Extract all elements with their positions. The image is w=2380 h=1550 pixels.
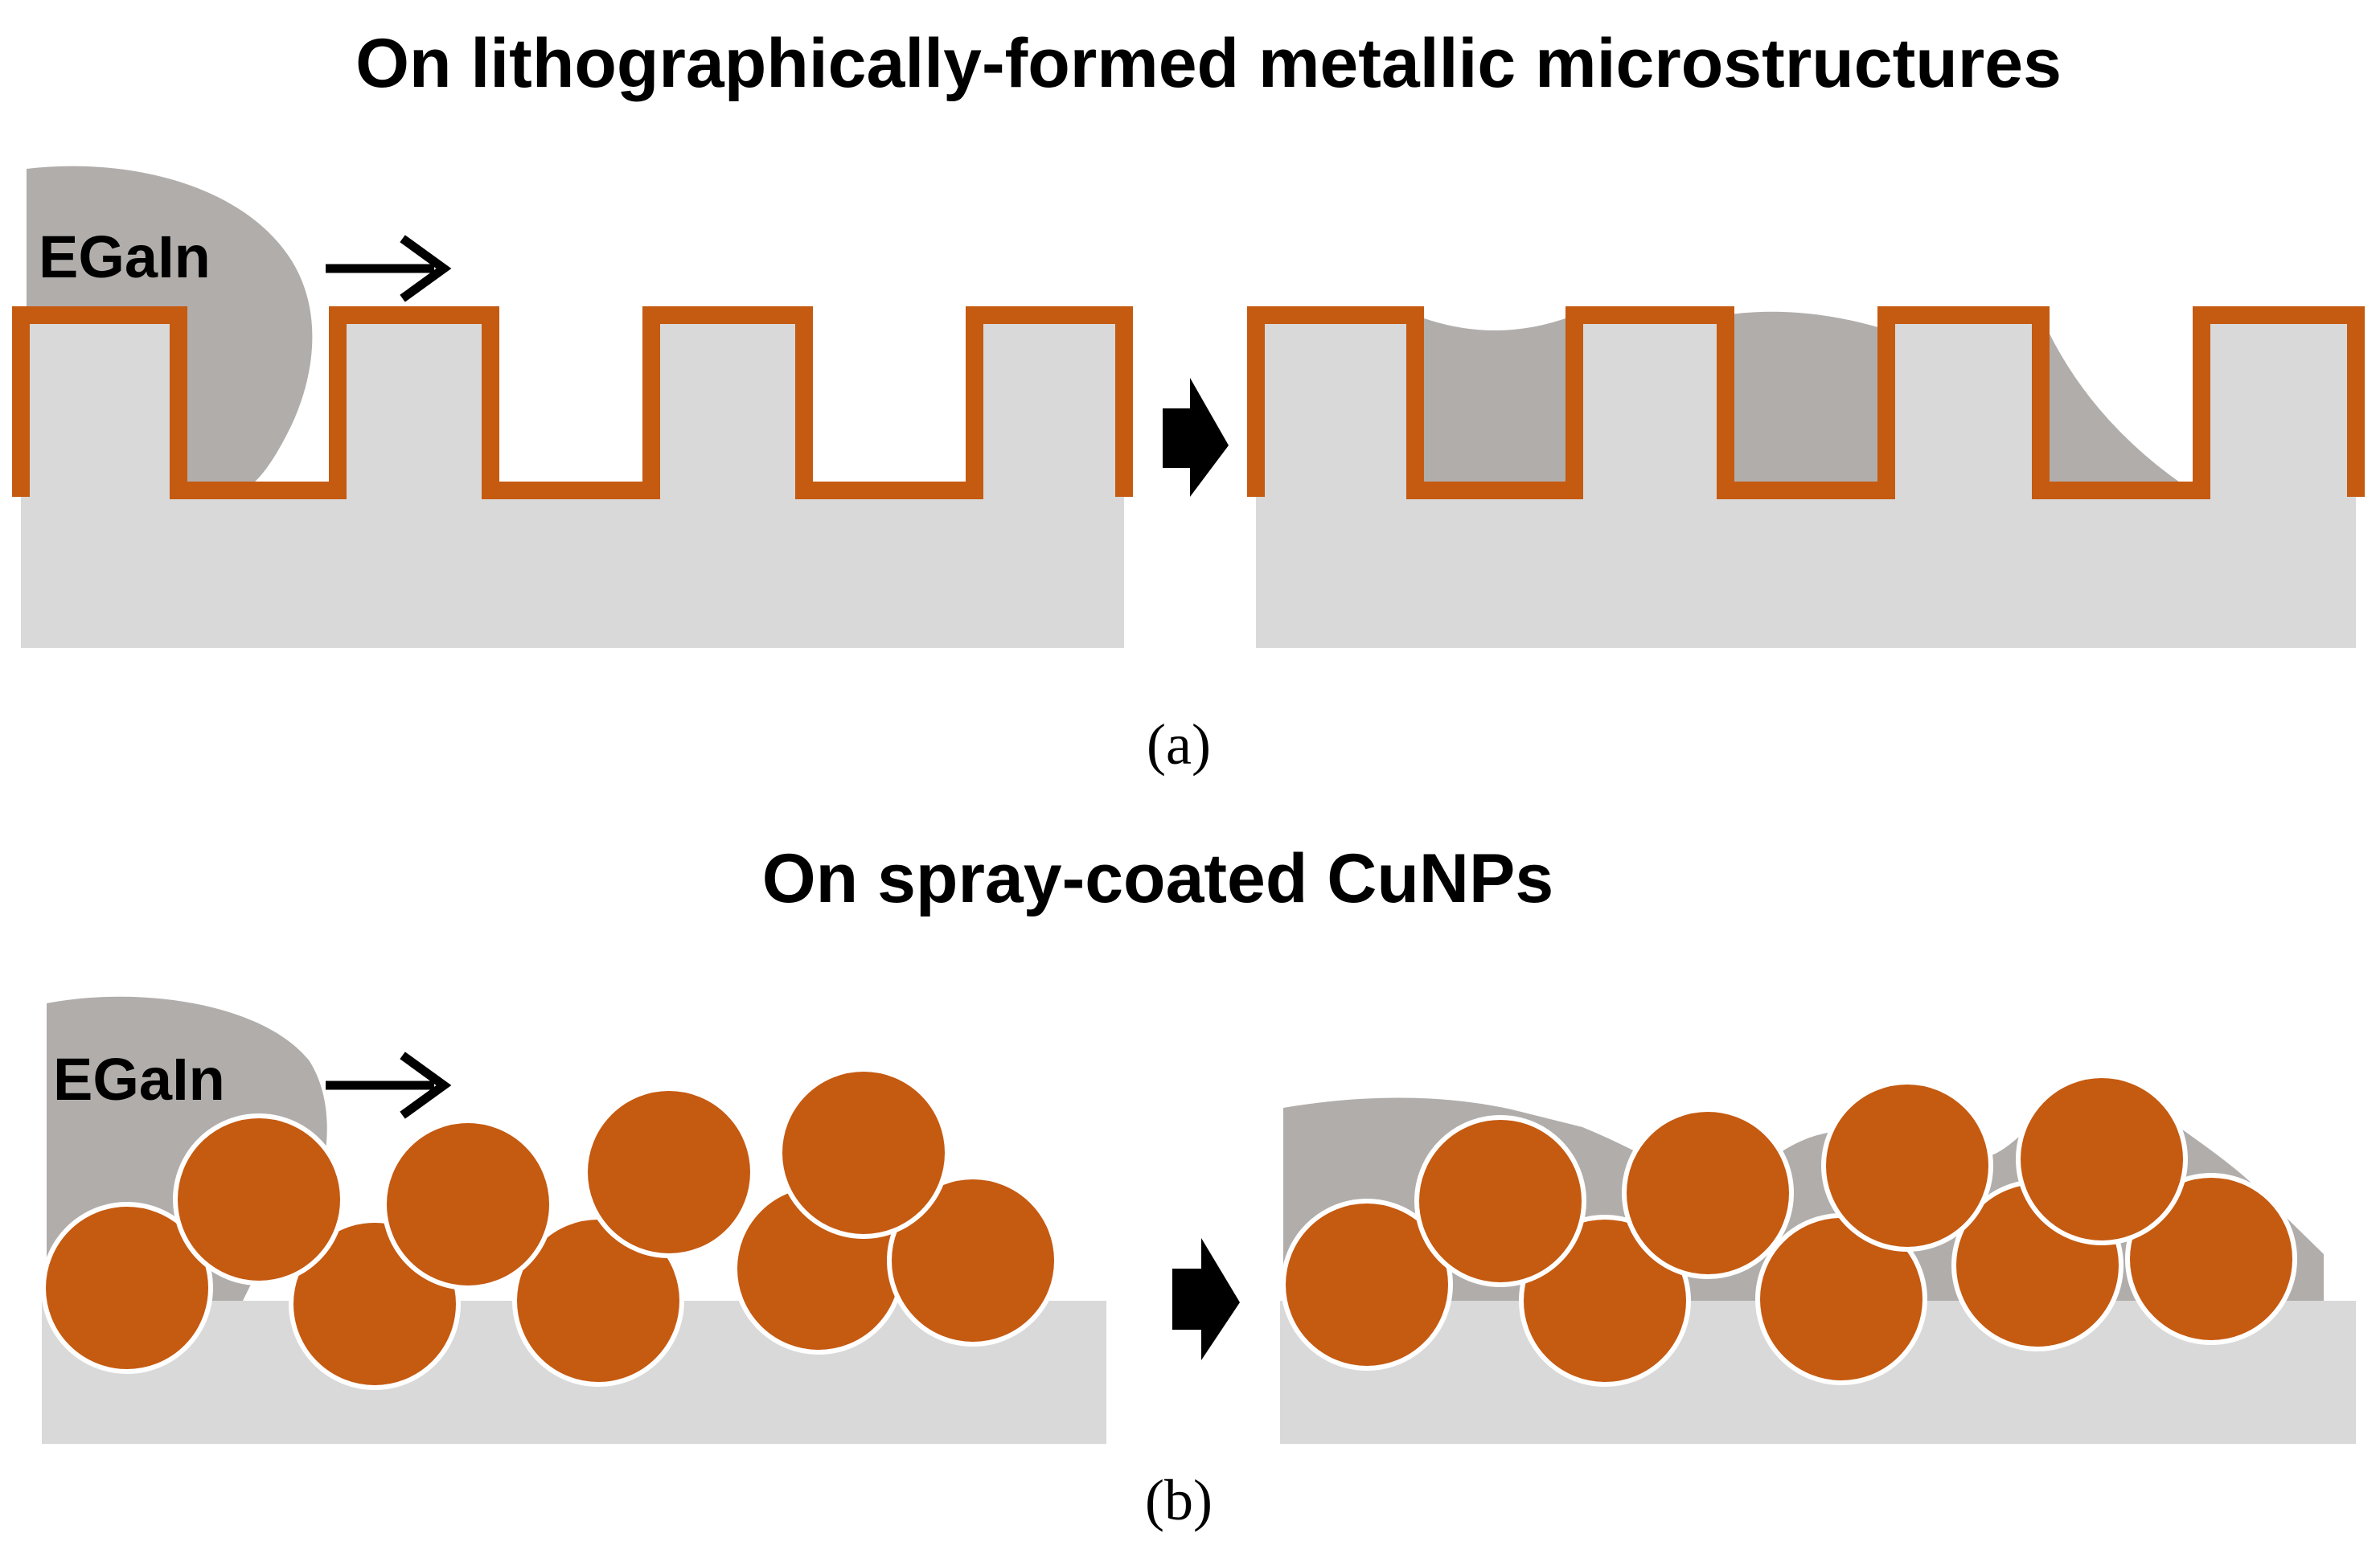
panel-a-before: EGaIn (12, 166, 1133, 648)
egain-fill-trench-1 (1415, 315, 1574, 497)
panel-b-caption: (b) (1145, 1468, 1213, 1532)
panel-b: On spray-coated CuNPs EGaIn (41, 840, 2356, 1532)
panel-a-after (1247, 306, 2365, 648)
panel-b-after (1280, 1073, 2356, 1444)
panel-a-title: On lithographically-formed metallic micr… (355, 25, 2062, 102)
cu-nanoparticle (1281, 1199, 1453, 1371)
panel-b-title: On spray-coated CuNPs (762, 840, 1553, 917)
cu-nanoparticle (173, 1113, 345, 1286)
cu-nanoparticle (41, 1202, 213, 1374)
cu-nanoparticle (887, 1175, 1059, 1347)
cu-nanoparticle (2125, 1173, 2297, 1345)
panel-a: On lithographically-formed metallic micr… (12, 25, 2365, 777)
cu-nanoparticle (1622, 1107, 1794, 1279)
cu-nanoparticle (1414, 1115, 1586, 1287)
panel-b-before: EGaIn (41, 996, 1106, 1444)
panel-a-caption: (a) (1147, 712, 1211, 777)
right-arrow-icon (326, 235, 452, 302)
copper-nanoparticles (41, 1067, 1059, 1390)
copper-nanoparticles (1281, 1073, 2297, 1387)
block-arrow-right-icon (1172, 1238, 1240, 1360)
substrate-with-ridges (21, 315, 1124, 648)
substrate-with-ridges (1256, 315, 2356, 648)
cu-nanoparticle (778, 1067, 950, 1239)
egain-label: EGaIn (53, 1046, 225, 1113)
egain-label: EGaIn (39, 223, 211, 290)
egain-fill-trench-2 (1726, 311, 1886, 497)
cu-nanoparticle (382, 1118, 554, 1290)
cu-nanoparticle (583, 1086, 755, 1258)
cu-nanoparticle (1821, 1080, 1993, 1252)
copper-metal-layer (1247, 306, 2365, 499)
copper-metal-layer (12, 306, 1133, 499)
egain-fill-trench-3 (2041, 315, 2191, 490)
block-arrow-right-icon (1163, 378, 1229, 497)
right-arrow-icon (326, 1052, 452, 1119)
egain-droplet (27, 166, 313, 489)
cu-nanoparticle (2016, 1073, 2188, 1245)
